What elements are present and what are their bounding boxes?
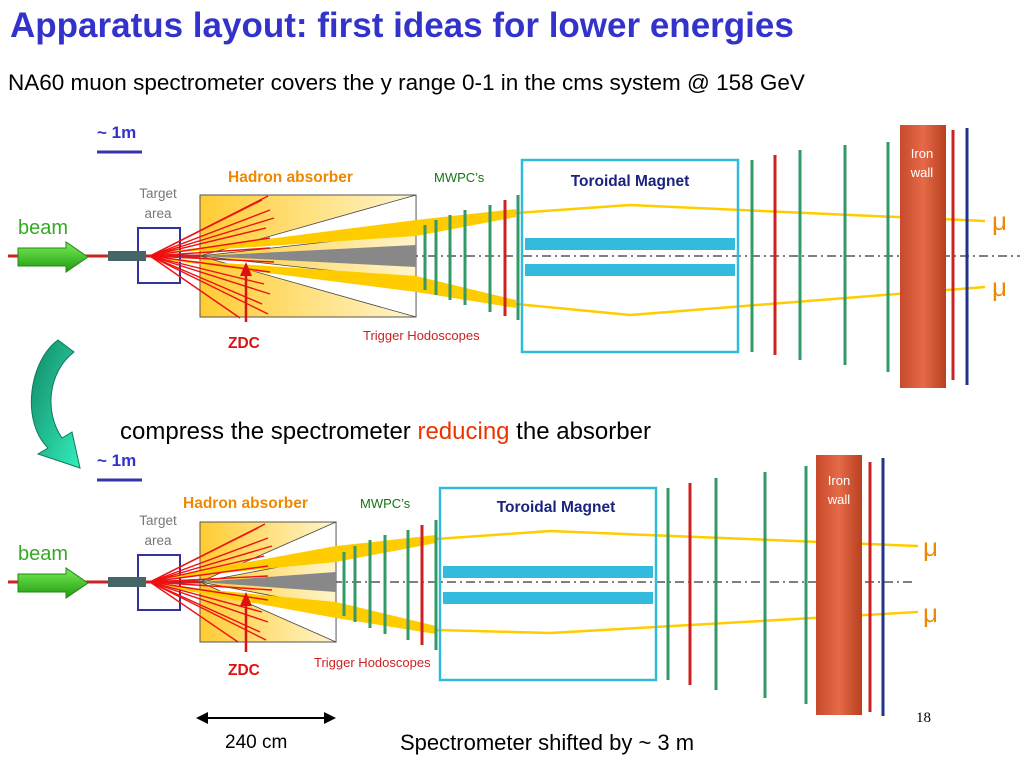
curved-arrow-icon [30,339,81,469]
top-magnet-core-lower [525,264,735,276]
bottom-target-label-2: area [144,533,172,548]
top-iron-label-1: Iron [911,146,933,161]
top-trigger-label: Trigger Hodoscopes [363,328,480,343]
bottom-mwpc-planes [342,520,438,650]
bottom-muon-lower-label: μ [923,598,938,628]
bottom-beam-label: beam [18,543,68,565]
top-beam-arrow [17,241,89,273]
top-zdc-arrow-head [240,262,252,276]
bottom-absorber-label: Hadron absorber [183,495,308,512]
top-absorber-core [200,245,416,267]
bottom-beam-pipe [108,577,146,587]
compress-text-highlight: reducing [417,418,510,445]
top-particle-spray [149,195,275,319]
bottom-downstream-planes [666,458,885,716]
top-mwpc-planes [423,195,520,320]
top-muon-lower-label: μ [992,272,1007,302]
top-absorber-label: Hadron absorber [228,169,353,186]
top-diagram: ~ 1m beam Target area Hadron absorber [8,123,1020,388]
bottom-diagram: ~ 1m beam Target area Hadron absorber [8,451,938,724]
top-target-label-2: area [144,206,172,221]
bottom-target-label-1: Target [139,513,177,528]
bottom-magnet-core-upper [443,566,653,578]
bottom-particle-spray [149,523,273,643]
bottom-magnet-label: Toroidal Magnet [497,499,616,516]
bottom-beam-arrow [17,567,89,599]
bottom-iron-label-1: Iron [828,473,850,488]
top-magnet-core-upper [525,238,735,250]
bottom-mwpc-label: MWPC’s [360,496,411,511]
top-mwpc-label: MWPC’s [434,170,485,185]
slide-title: Apparatus layout: first ideas for lower … [10,6,794,45]
compress-statement: compress the spectrometer reducing the a… [120,418,651,446]
top-zdc-label: ZDC [228,335,260,352]
bottom-scale-label: ~ 1m [97,451,136,470]
compress-text-after: the absorber [509,418,651,445]
top-iron-label-2: wall [910,165,934,180]
bottom-zdc-arrow-head [240,592,252,606]
bottom-zdc-label: ZDC [228,662,260,679]
bottom-iron-wall [816,455,862,715]
top-beam-pipe [108,251,146,261]
length-arrow-right [324,712,336,724]
slide-subtitle: NA60 muon spectrometer covers the y rang… [8,70,805,95]
top-muon-track-lower [515,285,986,317]
top-target-label-1: Target [139,186,177,201]
top-iron-wall [900,125,946,388]
top-downstream-planes [750,128,969,385]
top-beam-label: beam [18,217,68,239]
bottom-absorber-core [200,572,336,592]
top-toroidal-magnet [520,158,740,354]
page-number: 18 [916,710,931,726]
length-label: 240 cm [225,732,288,753]
top-magnet-label: Toroidal Magnet [571,173,690,190]
top-muon-upper-label: μ [992,206,1007,236]
top-muon-fan-lower [150,258,416,292]
bottom-trigger-label: Trigger Hodoscopes [314,655,431,670]
bottom-toroidal-magnet [438,486,658,682]
bottom-muon-upper-label: μ [923,532,938,562]
bottom-muon-track-lower [435,610,919,635]
length-arrow-left [196,712,208,724]
bottom-muon-track-upper [435,529,919,548]
bottom-magnet-core-lower [443,592,653,604]
bottom-iron-label-2: wall [827,492,851,507]
top-muon-track-upper [515,203,986,223]
compress-text-before: compress the spectrometer [120,418,418,445]
top-scale-label: ~ 1m [97,123,136,142]
shift-label: Spectrometer shifted by ~ 3 m [400,730,695,755]
